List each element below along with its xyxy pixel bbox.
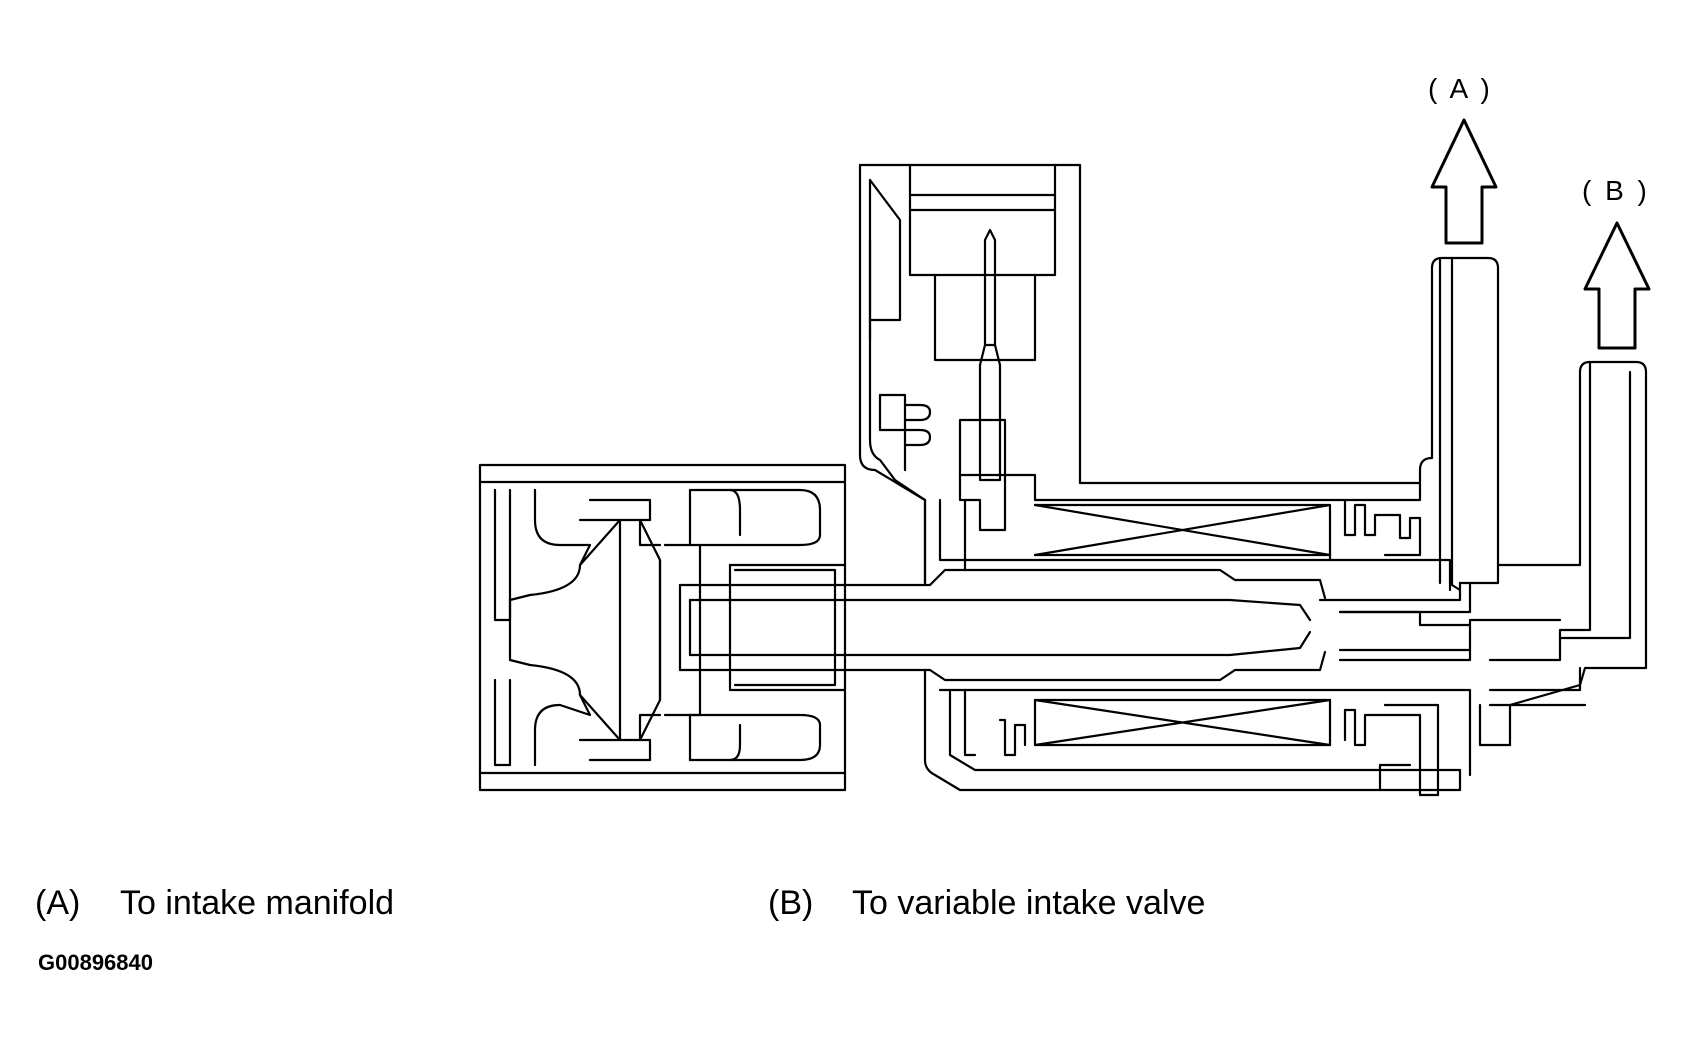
arrow-a-icon [1430, 118, 1498, 245]
callout-b: ( B ) [1582, 175, 1650, 206]
legend-a-key: (A) [35, 884, 81, 922]
coil-body [923, 256, 1648, 797]
legend-b-key: (B) [768, 884, 814, 922]
callout-a: ( A ) [1428, 73, 1493, 104]
figure-id: G00896840 [38, 950, 153, 975]
legend-b-text: To variable intake valve [852, 884, 1206, 922]
arrow-b-icon [1583, 221, 1651, 350]
legend-a-text: To intake manifold [120, 884, 395, 922]
diaphragm-housing [478, 463, 847, 792]
plunger-shaft [678, 568, 1327, 682]
connector-block [858, 163, 1500, 585]
